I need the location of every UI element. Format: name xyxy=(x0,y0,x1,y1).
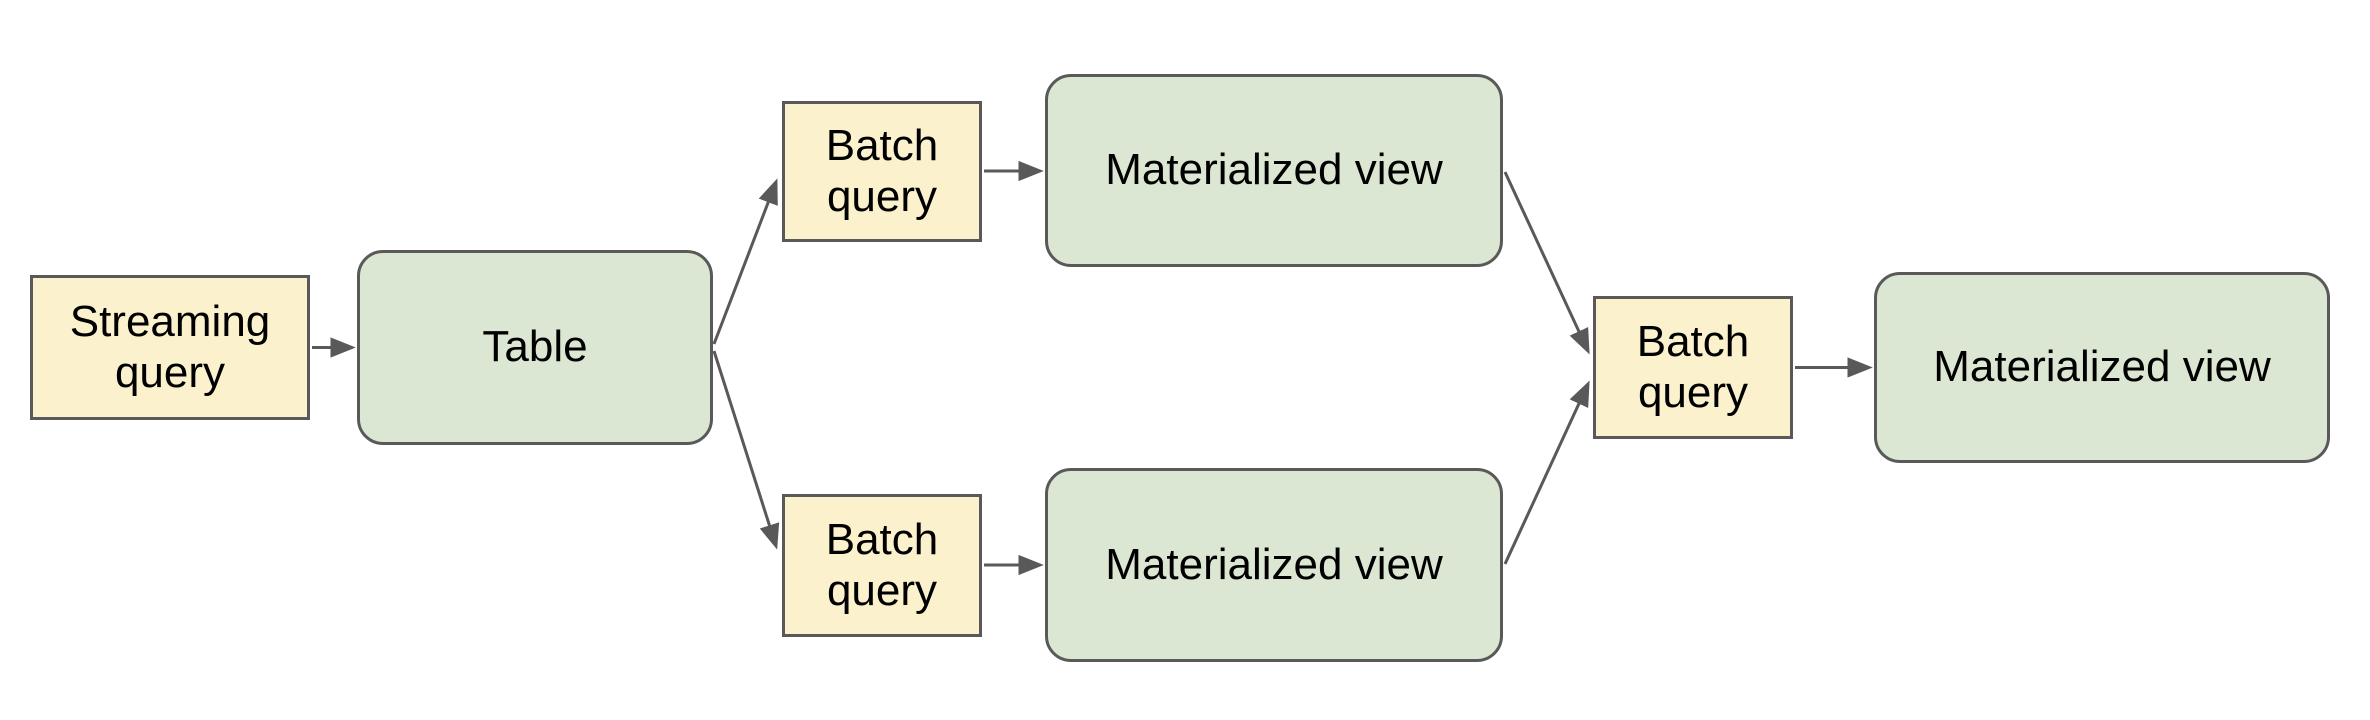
node-label: Table xyxy=(482,322,588,372)
node-label: Batch query xyxy=(825,515,939,615)
node-streaming-query: Streaming query xyxy=(30,275,310,420)
node-materialized-view-bottom: Materialized view xyxy=(1045,468,1503,662)
node-label: Batch query xyxy=(1636,317,1750,417)
edge-materialized-view-bottom-to-batch-query-right xyxy=(1503,380,1590,565)
node-table: Table xyxy=(357,250,713,445)
node-label: Streaming query xyxy=(69,297,271,397)
edge-materialized-view-top-to-batch-query-right xyxy=(1503,171,1590,355)
edge-table-to-batch-query-bottom xyxy=(712,350,780,550)
node-label: Materialized view xyxy=(1105,145,1443,195)
edge-table-to-batch-query-top xyxy=(712,178,778,345)
node-label: Materialized view xyxy=(1105,539,1443,589)
node-label: Materialized view xyxy=(1933,342,2271,392)
node-materialized-view-top: Materialized view xyxy=(1045,74,1503,267)
node-label: Batch query xyxy=(825,121,939,221)
node-materialized-view-right: Materialized view xyxy=(1874,272,2330,463)
node-batch-query-bottom: Batch query xyxy=(782,494,982,637)
node-batch-query-top: Batch query xyxy=(782,101,982,242)
node-batch-query-right: Batch query xyxy=(1593,296,1793,439)
